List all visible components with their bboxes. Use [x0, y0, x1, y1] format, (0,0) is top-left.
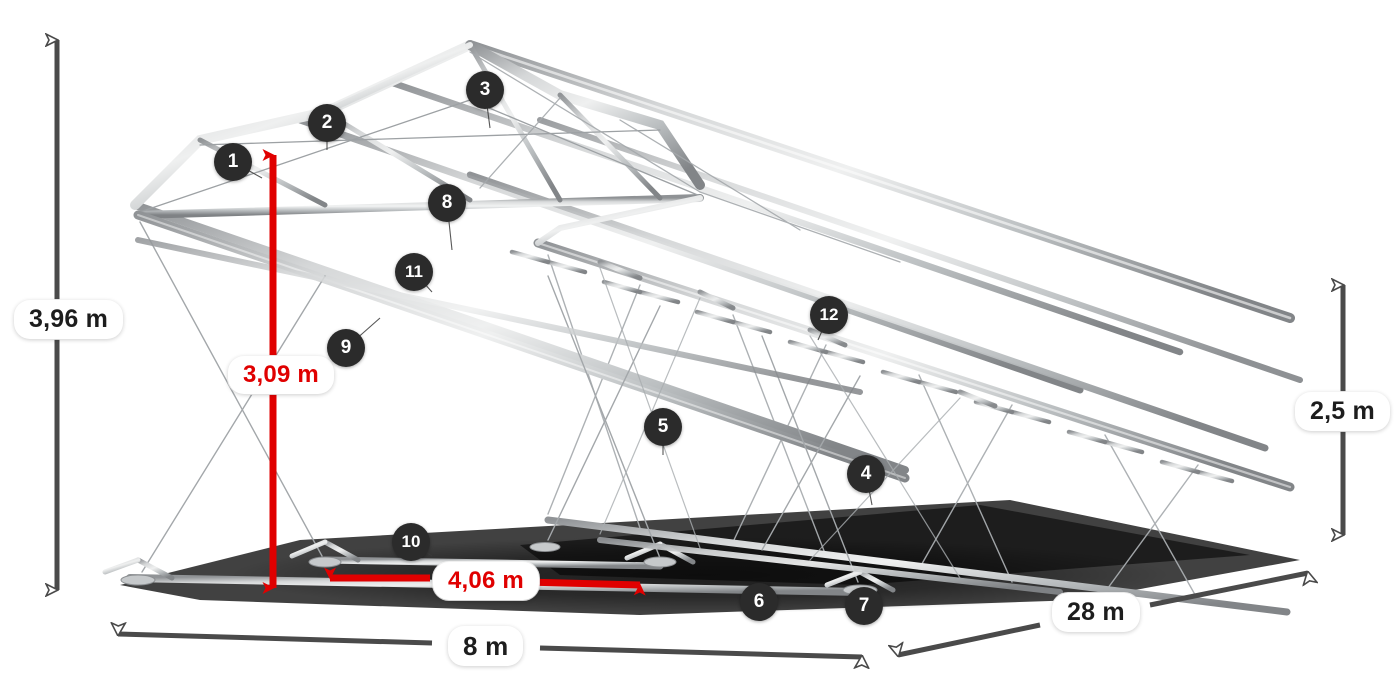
dimension-label-door-height: 3,09 m [228, 356, 334, 394]
dimension-label-door-width: 4,06 m [433, 562, 539, 600]
dimension-arrow-width [118, 634, 862, 657]
dimension-arrow-door-width [324, 567, 646, 596]
callout-badge-10[interactable]: 10 [392, 523, 430, 561]
dimension-label-eaves-height: 2,5 m [1295, 392, 1390, 431]
callout-badge-12[interactable]: 12 [810, 296, 848, 334]
callout-badge-1[interactable]: 1 [214, 143, 252, 181]
callout-badge-8[interactable]: 8 [428, 184, 466, 222]
dimension-arrow-length [898, 573, 1308, 655]
callout-badge-3[interactable]: 3 [466, 71, 504, 109]
interior-truss-2 [322, 42, 703, 246]
dimension-label-ridge-height: 3,96 m [14, 300, 124, 339]
callout-badge-4[interactable]: 4 [847, 455, 885, 493]
dimension-label-length: 28 m [1052, 593, 1140, 632]
callout-badge-7[interactable]: 7 [845, 587, 883, 625]
callout-badge-2[interactable]: 2 [308, 104, 346, 142]
callout-badge-6[interactable]: 6 [740, 583, 778, 621]
callout-badge-9[interactable]: 9 [327, 329, 365, 367]
dimension-label-width: 8 m [448, 626, 524, 666]
interior-bays [596, 258, 1064, 596]
callout-badge-11[interactable]: 11 [395, 253, 433, 291]
callout-badge-5[interactable]: 5 [644, 408, 682, 446]
